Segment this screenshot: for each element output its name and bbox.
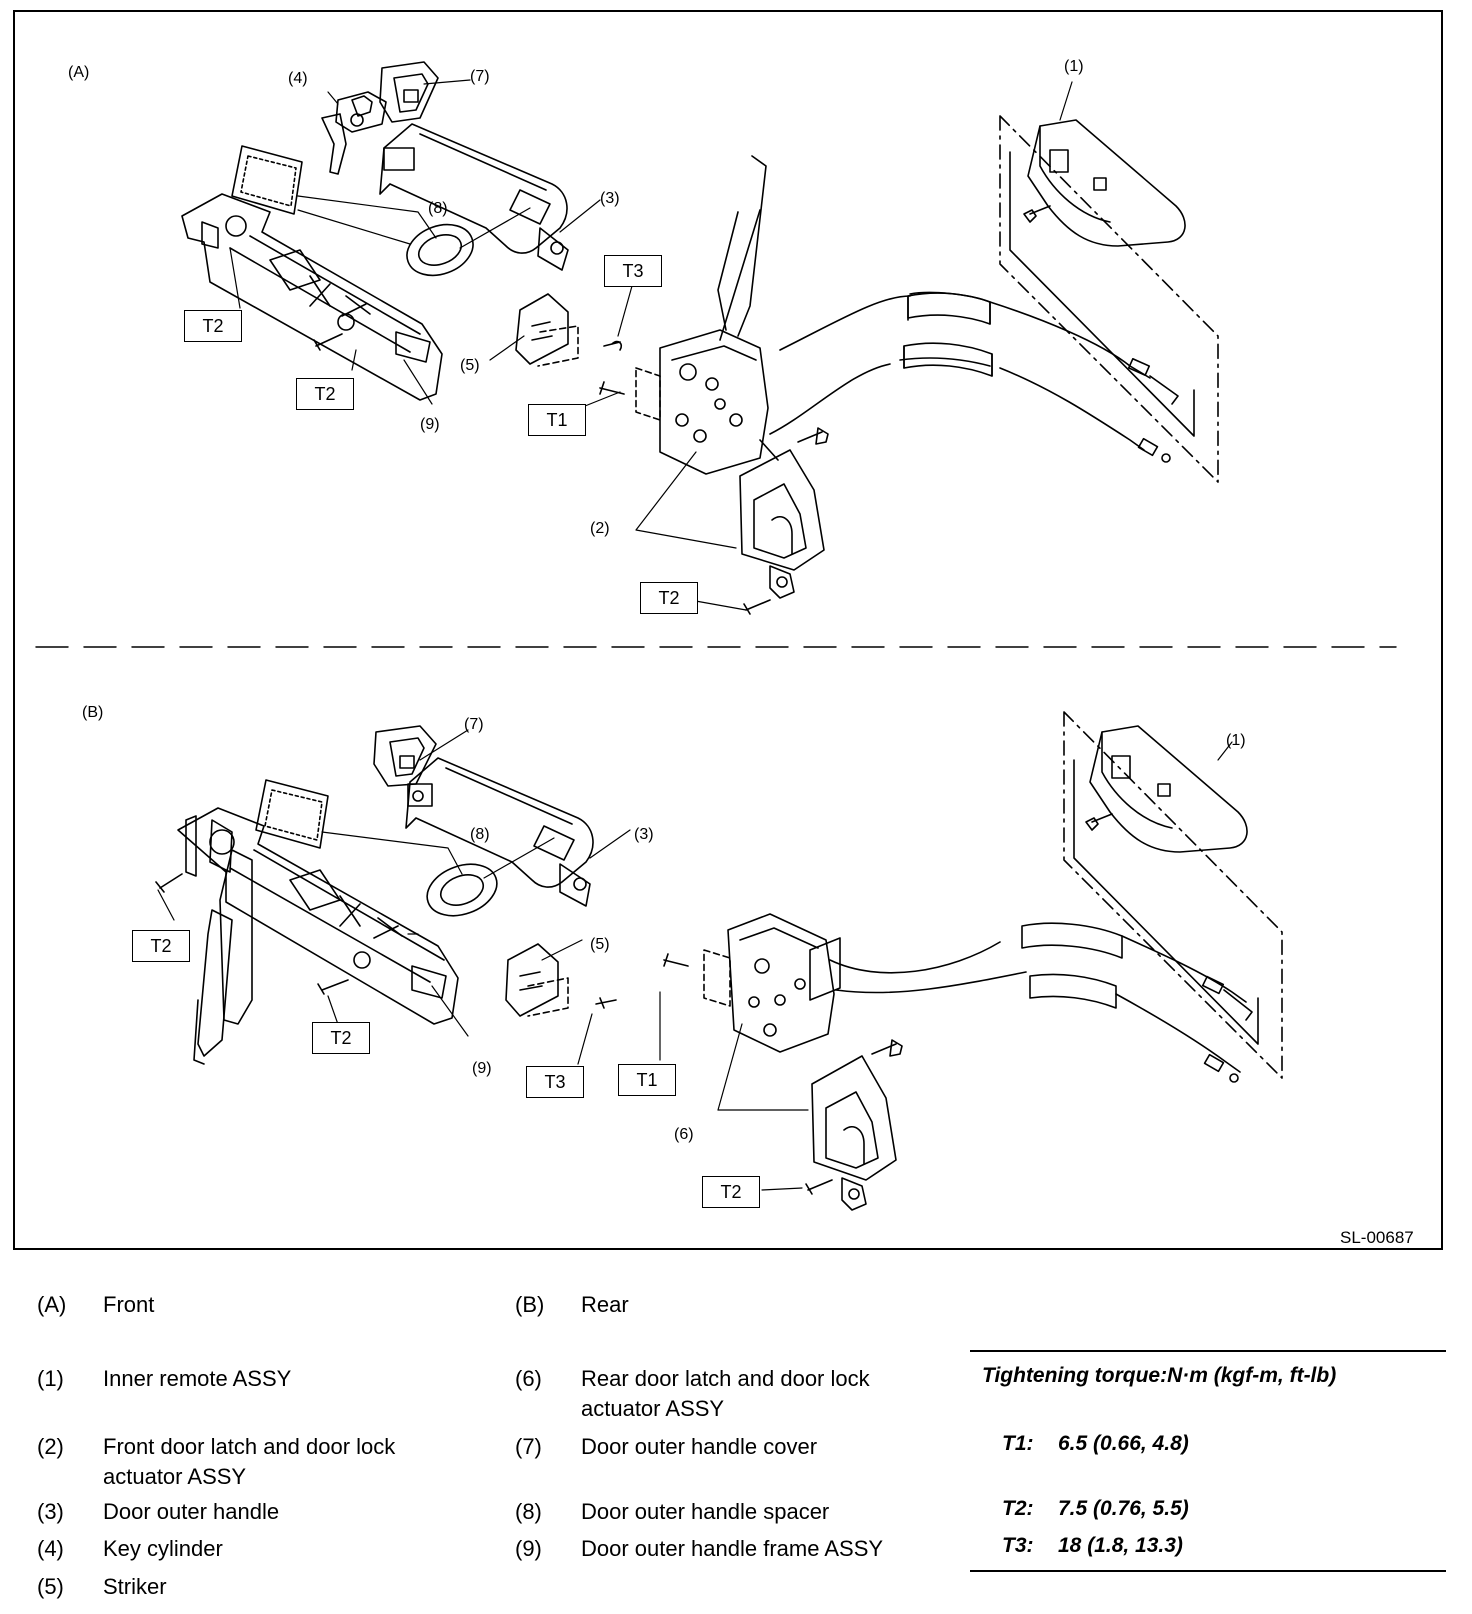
rear-latch-part — [703, 913, 897, 1211]
callout-a-7: (7) — [470, 68, 490, 85]
legend-text-a: Front — [103, 1292, 155, 1317]
legend-text-b: Rear — [581, 1292, 629, 1317]
figure-id: SL-00687 — [1340, 1228, 1414, 1247]
callout-a-4: (4) — [288, 70, 308, 87]
torque-bottom-rule — [970, 1570, 1446, 1572]
torque-value-t1: 6.5 (0.66, 4.8) — [1058, 1432, 1189, 1455]
callout-b-3: (3) — [634, 826, 654, 843]
handle-frame-part — [181, 193, 443, 401]
torque-tag-t2-a1: T2 — [184, 310, 242, 342]
torque-tag-t2-a3: T2 — [640, 582, 698, 614]
legend-text-7: Door outer handle cover — [581, 1434, 818, 1459]
callout-b-6: (6) — [674, 1126, 694, 1143]
callout-a-8: (8) — [428, 200, 448, 217]
key-cylinder-part — [321, 91, 387, 175]
rear-handle-frame-part — [177, 807, 459, 1065]
rear-inner-remote-part — [1063, 711, 1283, 1079]
rear-leader-lines — [157, 729, 1233, 1191]
torque-top-rule — [970, 1350, 1446, 1352]
torque-tag-t1-a: T1 — [528, 404, 586, 436]
front-screws — [313, 333, 771, 615]
legend-code-3: (3) — [37, 1499, 64, 1524]
torque-heading: Tightening torque:N·m (kgf-m, ft-lb) — [982, 1364, 1337, 1387]
rear-screws — [155, 873, 833, 1195]
torque-tag-t3-b: T3 — [526, 1066, 584, 1098]
rear-cable-part — [829, 922, 1253, 1083]
rear-door-assembly — [155, 711, 1283, 1211]
callout-b-9: (9) — [472, 1060, 492, 1077]
callout-b-7: (7) — [464, 716, 484, 733]
legend-code-4: (4) — [37, 1536, 64, 1561]
callout-a-2: (2) — [590, 520, 610, 537]
callout-a-3: (3) — [600, 190, 620, 207]
section-label-b: (B) — [82, 704, 104, 721]
legend-code-1: (1) — [37, 1366, 64, 1391]
legend-text-1: Inner remote ASSY — [103, 1366, 292, 1391]
torque-tag-t2-a2: T2 — [296, 378, 354, 410]
legend-text-3: Door outer handle — [103, 1499, 280, 1524]
legend-text-5: Striker — [103, 1574, 167, 1599]
legend-text-8: Door outer handle spacer — [581, 1499, 830, 1524]
legend-code-b: (B) — [515, 1292, 545, 1317]
torque-value-t2: 7.5 (0.76, 5.5) — [1058, 1497, 1189, 1520]
diagram-frame — [13, 10, 1443, 1250]
legend-text-4: Key cylinder — [103, 1536, 223, 1561]
legend-text-2: Front door latch and door lock actuator … — [103, 1434, 396, 1489]
legend-code-8: (8) — [515, 1499, 542, 1524]
torque-tag-t2-b2: T2 — [312, 1022, 370, 1054]
legend-code-a: (A) — [37, 1292, 67, 1317]
front-leader-lines — [229, 79, 1073, 611]
front-door-assembly — [181, 61, 1219, 615]
front-cable-part — [769, 291, 1179, 463]
section-label-a: (A) — [68, 64, 90, 81]
torque-tag-t1-b: T1 — [618, 1064, 676, 1096]
torque-tag-t3-a: T3 — [604, 255, 662, 287]
callout-b-1: (1) — [1226, 732, 1246, 749]
rear-outer-handle-part — [405, 757, 594, 907]
legend-code-7: (7) — [515, 1434, 542, 1459]
callout-b-8: (8) — [470, 826, 490, 843]
rear-handle-spacer-part — [255, 779, 498, 917]
front-latch-part — [635, 155, 825, 599]
torque-tag-t2-b3: T2 — [702, 1176, 760, 1208]
handle-cover-part — [379, 61, 439, 123]
callout-a-9: (9) — [420, 416, 440, 433]
torque-code-t2: T2: — [1002, 1497, 1034, 1520]
torque-code-t3: T3: — [1002, 1534, 1034, 1557]
legend-code-5: (5) — [37, 1574, 64, 1599]
torque-tag-t2-b1: T2 — [132, 930, 190, 962]
exploded-view-drawing — [35, 61, 1397, 1211]
legend-text-6: Rear door latch and door lock actuator A… — [581, 1366, 870, 1421]
front-inner-remote-part — [999, 115, 1219, 483]
torque-code-t1: T1: — [1002, 1432, 1034, 1455]
legend-code-6: (6) — [515, 1366, 542, 1391]
callout-b-5: (5) — [590, 936, 610, 953]
callout-a-5: (5) — [460, 357, 480, 374]
outer-handle-part — [379, 123, 569, 271]
torque-value-t3: 18 (1.8, 13.3) — [1058, 1534, 1183, 1557]
striker-part — [515, 293, 579, 367]
legend-code-9: (9) — [515, 1536, 542, 1561]
callout-a-1: (1) — [1064, 58, 1084, 75]
rear-striker-part — [505, 943, 569, 1017]
legend-code-2: (2) — [37, 1434, 64, 1459]
legend-text-9: Door outer handle frame ASSY — [581, 1536, 884, 1561]
